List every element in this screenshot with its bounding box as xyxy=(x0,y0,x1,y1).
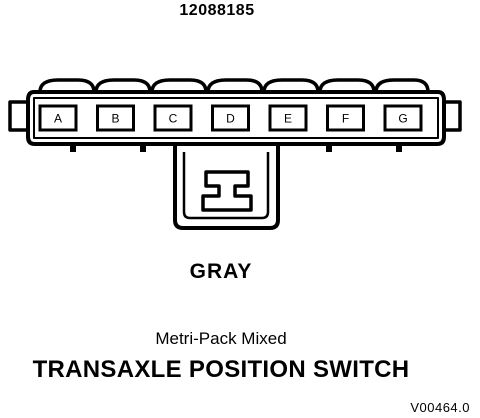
bottom-tab xyxy=(70,144,76,152)
pin-cavity-e: E xyxy=(268,104,308,132)
pin-cavity-b: B xyxy=(96,104,135,132)
connector-drawing: A B C D E F G xyxy=(8,78,462,230)
pin-label: F xyxy=(342,112,349,126)
connector-body xyxy=(8,78,462,230)
pin-box xyxy=(96,104,135,132)
pin-cavity-f: F xyxy=(326,104,365,132)
pin-box xyxy=(268,104,308,132)
housing-outline xyxy=(26,90,446,146)
figure-code: V00464.0 xyxy=(410,400,470,415)
top-bump xyxy=(150,78,208,93)
pin-cavity-d: D xyxy=(211,104,250,132)
pin-label: D xyxy=(226,112,235,126)
connector-color: GRAY xyxy=(189,260,253,283)
bottom-tab xyxy=(140,144,146,152)
pin-label: A xyxy=(54,112,62,126)
top-bump xyxy=(206,78,264,93)
bottom-tab xyxy=(396,144,402,152)
bottom-tab xyxy=(326,144,332,152)
inner-frame xyxy=(33,97,439,139)
part-number: 12088185 xyxy=(179,2,255,19)
right-ear xyxy=(444,100,462,132)
pin-label: B xyxy=(111,112,119,126)
pin-cavity-g: G xyxy=(383,104,423,132)
top-bump xyxy=(262,78,320,93)
connector-type: Metri-Pack Mixed xyxy=(155,329,287,348)
top-bump xyxy=(38,78,96,93)
pin-box xyxy=(326,104,365,132)
pin-box xyxy=(383,104,423,132)
pin-label: E xyxy=(284,112,292,126)
latch-lock-icon xyxy=(201,170,253,212)
latch-outer xyxy=(173,144,280,230)
component-name: TRANSAXLE POSITION SWITCH xyxy=(32,356,410,383)
top-bump xyxy=(374,78,430,93)
pin-cavity-c: C xyxy=(153,104,193,132)
pin-label: G xyxy=(398,112,407,126)
pin-box xyxy=(153,104,193,132)
latch-inner xyxy=(182,152,270,220)
top-bump xyxy=(94,78,152,93)
pin-box xyxy=(38,104,78,132)
pin-cavity-a: A xyxy=(38,104,78,132)
pin-box xyxy=(211,104,250,132)
top-bump xyxy=(318,78,376,93)
pin-label: C xyxy=(169,112,178,126)
pin-cavities: A B C D E F G xyxy=(38,104,423,132)
left-ear xyxy=(8,100,28,132)
